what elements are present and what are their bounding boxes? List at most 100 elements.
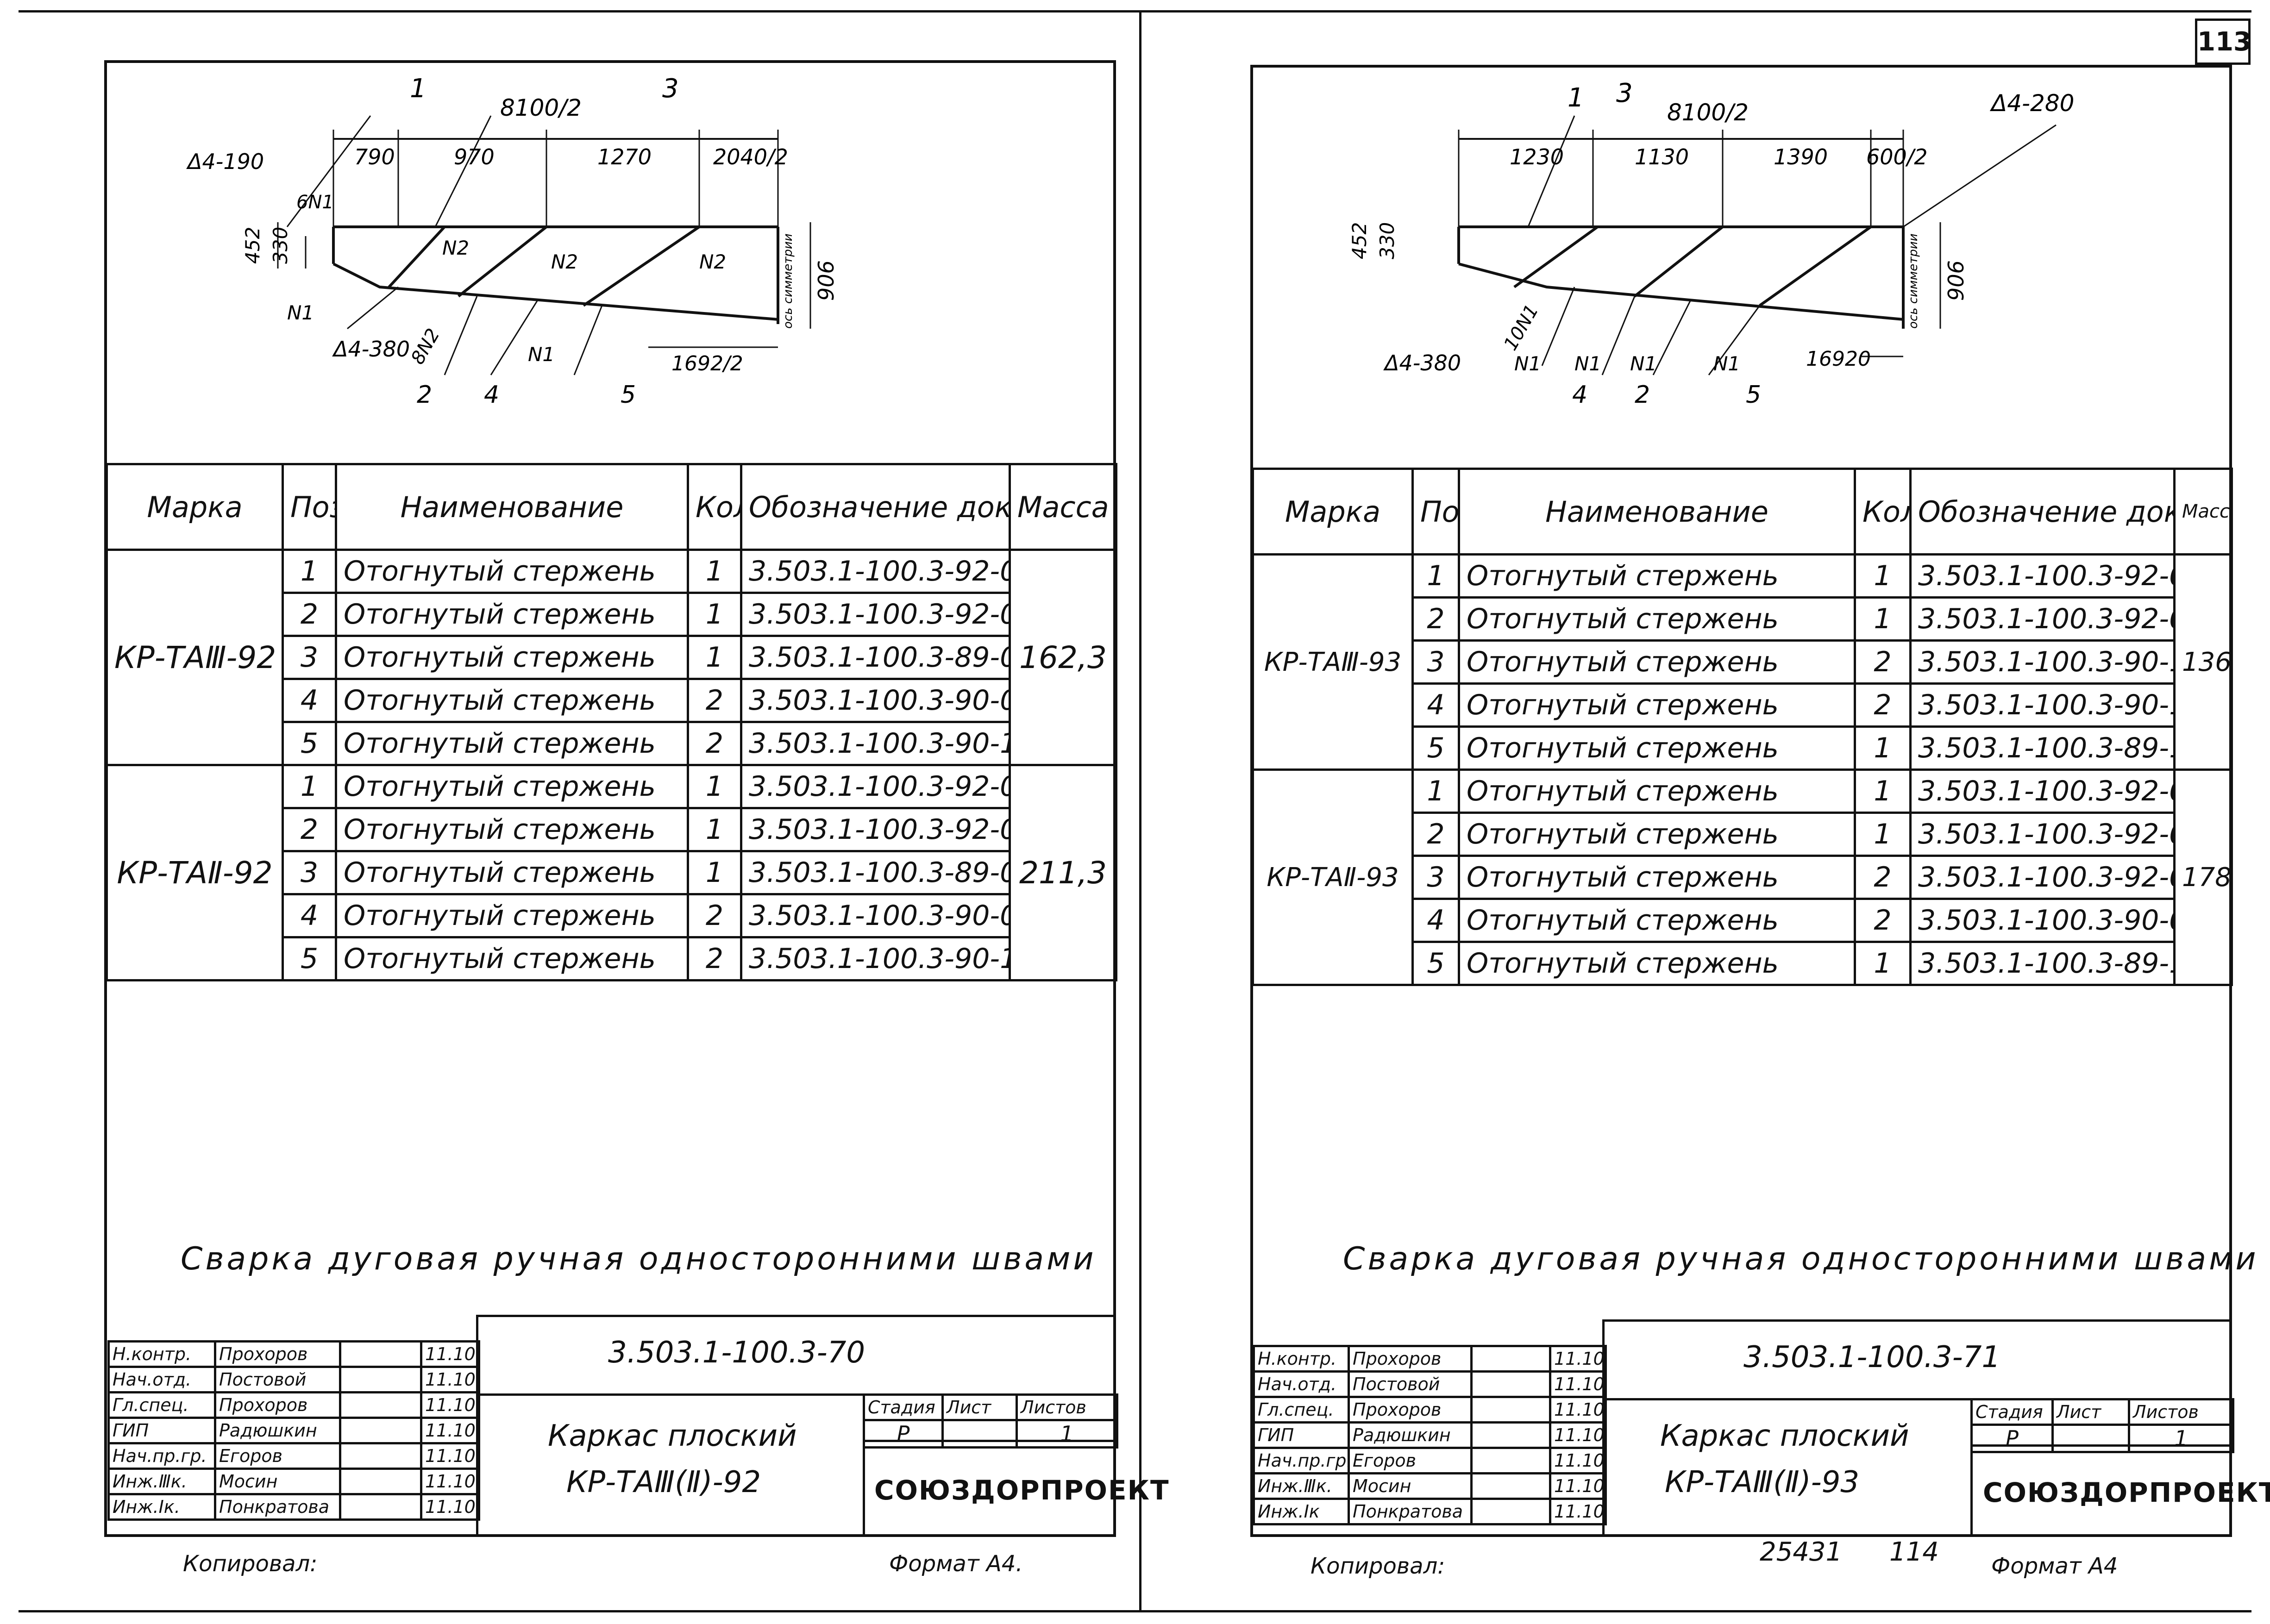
right-title-box: Каркас плоский КР-ТАⅢ(Ⅱ)-93 bbox=[1602, 1398, 1973, 1537]
row-pos: 1 bbox=[1411, 553, 1460, 599]
row-qty: 1 bbox=[687, 635, 742, 680]
table-row: 2 Отогнутый стержень 1 3.503.1-100.3-92-… bbox=[1253, 596, 2232, 642]
row-doc: 3.503.1-100.3-92-02 bbox=[740, 807, 1011, 852]
person: Мосин bbox=[1348, 1472, 1473, 1500]
right-dim-2: 1130 bbox=[1635, 144, 1689, 169]
group-mass: 178,2 bbox=[2173, 768, 2233, 986]
left-weld-5: N1 bbox=[528, 343, 555, 366]
row-name: Отогнутый стержень bbox=[1458, 725, 1856, 771]
role: Инж.Ⅲк. bbox=[1253, 1472, 1350, 1500]
left-callout-2: 2 bbox=[417, 381, 432, 409]
right-dim-1: 1230 bbox=[1510, 144, 1564, 169]
left-weld-3: N2 bbox=[699, 250, 726, 273]
group-mark: КР-ТАⅡ-92 bbox=[106, 764, 284, 981]
right-vert-2: 330 bbox=[1376, 222, 1398, 259]
person: Прохоров bbox=[214, 1391, 341, 1419]
signature bbox=[339, 1366, 422, 1393]
row-pos: 1 bbox=[1411, 768, 1460, 814]
right-archive-no: 25431 bbox=[1760, 1537, 1843, 1567]
role: Гл.спец. bbox=[1253, 1396, 1350, 1424]
row-name: Отогнутый стержень bbox=[335, 764, 689, 809]
header-mass: Масса кг bbox=[1009, 463, 1117, 551]
row-doc: 3.503.1-100.3-89-03 bbox=[740, 850, 1011, 895]
row-doc: 3.503.1-100.3-92-02 bbox=[740, 549, 1011, 594]
person: Радюшкин bbox=[214, 1417, 341, 1444]
spec-header-row: Марка Поз. Наименование Кол. Обозначение… bbox=[1252, 468, 2233, 556]
role: Нач.отд. bbox=[107, 1366, 216, 1393]
left-dim-total: 8100/2 bbox=[500, 94, 582, 121]
left-signature-block: Н.контр. Прохоров 11.10.91 Нач.отд.Постово… bbox=[107, 1340, 480, 1521]
person: Постовой bbox=[1348, 1370, 1473, 1398]
role: Нач.пр.гр. bbox=[1253, 1447, 1350, 1474]
row-pos: 2 bbox=[282, 807, 337, 852]
left-callout-5: 5 bbox=[621, 381, 636, 409]
role: Инж.Ⅲк. bbox=[107, 1468, 216, 1495]
row-name: Отогнутый стержень bbox=[1458, 639, 1856, 685]
row-qty: 1 bbox=[1854, 725, 1912, 771]
row-qty: 1 bbox=[1854, 596, 1912, 642]
right-callout-1: 1 bbox=[1568, 83, 1584, 113]
signature bbox=[339, 1417, 422, 1444]
left-bottom-bar: 8N2 bbox=[407, 325, 444, 368]
person: Понкратова bbox=[1348, 1498, 1473, 1525]
person: Мосин bbox=[214, 1468, 341, 1495]
table-row: 3 Отогнутый стержень 1 3.503.1-100.3-89-… bbox=[107, 635, 1116, 680]
page-border-top bbox=[19, 10, 2251, 12]
left-weld-4: N1 bbox=[287, 301, 314, 324]
date: 11.10.91 bbox=[420, 1493, 480, 1521]
left-axis-dim: 906 bbox=[814, 260, 839, 301]
person: Постовой bbox=[214, 1366, 341, 1393]
row-pos: 5 bbox=[1411, 725, 1460, 771]
row-name: Отогнутый стержень bbox=[1458, 898, 1856, 943]
spec-header-row: Марка Поз. Наименование Кол. Обозначение… bbox=[106, 463, 1117, 551]
left-doc-code: 3.503.1-100.3-70 bbox=[608, 1336, 865, 1370]
table-row: 3 Отогнутый стержень 2 3.503.1-100.3-92-… bbox=[1253, 855, 2232, 900]
role: ГИП bbox=[107, 1417, 216, 1444]
right-org-box: СОЮЗДОРПРОЕКТ bbox=[1970, 1444, 2270, 1537]
row-name: Отогнутый стержень bbox=[335, 850, 689, 895]
right-callout-3: 3 bbox=[1616, 78, 1633, 108]
left-copied-label: Копировал: bbox=[183, 1551, 318, 1577]
signature bbox=[1470, 1498, 1551, 1525]
row-qty: 2 bbox=[687, 678, 742, 723]
right-org: СОЮЗДОРПРОЕКТ bbox=[1983, 1477, 2270, 1508]
row-doc: 3.503.1-100.3-90-08 bbox=[740, 678, 1011, 723]
header-doc: Обозначение документа bbox=[740, 463, 1011, 551]
right-callout-2: 2 bbox=[1635, 381, 1650, 409]
page-number: 113 bbox=[2197, 27, 2251, 57]
table-row: 5 Отогнутый стержень 1 3.503.1-100.3-89-… bbox=[1253, 941, 2232, 986]
row-pos: 5 bbox=[282, 721, 337, 766]
sheet-label: Лист bbox=[2051, 1398, 2130, 1426]
group-mass: 136,8 bbox=[2173, 553, 2233, 771]
row-doc: 3.503.1-100.3-92-02 bbox=[1909, 553, 2176, 599]
left-spec-table: Марка Поз. Наименование Кол. Обозначение… bbox=[106, 463, 1117, 981]
right-weld-note: Сварка дуговая ручная односторонними шва… bbox=[1343, 1241, 2259, 1277]
right-callout-5: 5 bbox=[1746, 381, 1761, 409]
role: Инж.Ⅰк. bbox=[107, 1493, 216, 1521]
row-qty: 2 bbox=[1854, 898, 1912, 943]
role: Инж.Ⅰк bbox=[1253, 1498, 1350, 1525]
person: Егоров bbox=[214, 1442, 341, 1470]
header-doc: Обозначение документа bbox=[1909, 468, 2176, 556]
table-row: 4 Отогнутый стержень 2 3.503.1-100.3-90-… bbox=[1253, 682, 2232, 728]
table-row: КР-ТАⅢ-92 1 Отогнутый стержень 1 3.503.1… bbox=[106, 549, 1117, 766]
role: Н.контр. bbox=[107, 1340, 216, 1368]
left-axis-label: ось симметрии bbox=[781, 233, 795, 329]
date: 11.10.91 bbox=[420, 1442, 480, 1470]
right-dim-4: 600/2 bbox=[1866, 144, 1928, 169]
table-row: 5 Отогнутый стержень 1 3.503.1-100.3-89-… bbox=[1253, 725, 2232, 771]
row-name: Отогнутый стержень bbox=[1458, 768, 1856, 814]
right-callout-4: 4 bbox=[1572, 381, 1587, 409]
role: Н.контр. bbox=[1253, 1345, 1350, 1373]
table-row: 2 Отогнутый стержень 1 3.503.1-100.3-92-… bbox=[107, 592, 1116, 637]
left-weld-2: N2 bbox=[551, 250, 578, 273]
row-name: Отогнутый стержень bbox=[1458, 596, 1856, 642]
right-weld-4: N1 bbox=[1713, 352, 1740, 375]
